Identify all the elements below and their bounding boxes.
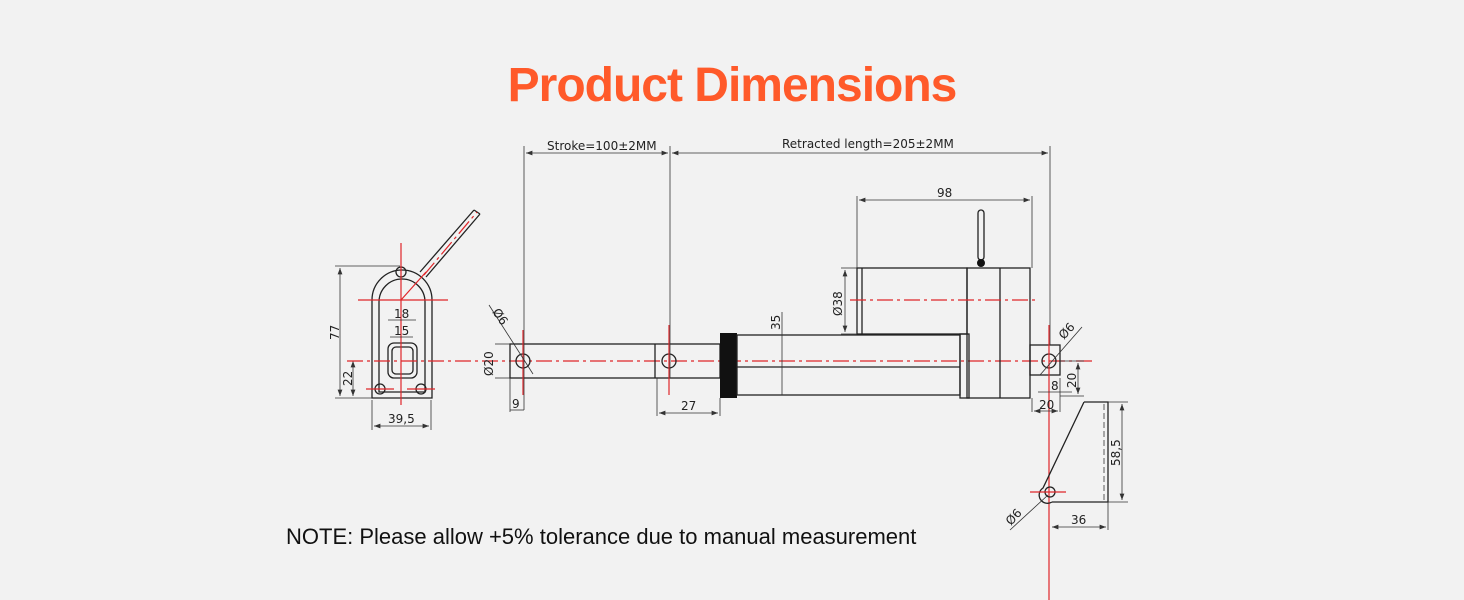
dim-15: 15	[394, 324, 409, 338]
antenna	[977, 209, 985, 261]
dim-58-5: 58,5	[1109, 439, 1123, 466]
dim-motor-dia: Ø38	[831, 291, 845, 316]
dim-18: 18	[394, 307, 409, 321]
dim-27: 27	[681, 399, 696, 413]
page-title: Product Dimensions	[507, 59, 958, 112]
dim-rear-width: 20	[1039, 398, 1054, 412]
rear-clevis-dims: Ø6 20 8 20	[1031, 320, 1084, 600]
retracted-length-label: Retracted length=205±2MM	[782, 137, 954, 151]
dim-rear-height: 20	[1065, 373, 1079, 388]
actuator-body: 98 Ø38 35	[720, 186, 1061, 399]
collar	[720, 333, 737, 398]
dim-39-5: 39,5	[388, 412, 415, 426]
bracket: 58,5 36 Ø6	[1003, 401, 1128, 531]
end-view: 77 22 39,5 18 15	[328, 209, 481, 430]
tolerance-note: NOTE: Please allow +5% tolerance due to …	[286, 524, 917, 549]
dim-bracket-hole: Ø6	[1003, 506, 1025, 528]
dim-9: 9	[512, 397, 520, 411]
stroke-label: Stroke=100±2MM	[547, 139, 657, 153]
dim-35: 35	[769, 315, 783, 330]
dim-36: 36	[1071, 513, 1086, 527]
dim-22: 22	[341, 371, 355, 386]
dim-rod-dia: Ø20	[482, 351, 496, 376]
dim-77: 77	[328, 325, 342, 340]
dim-rear-hole: Ø6	[1056, 320, 1078, 342]
dim-rod-hole: Ø6	[490, 306, 511, 328]
dim-98: 98	[937, 186, 952, 200]
dim-8: 8	[1051, 379, 1059, 393]
